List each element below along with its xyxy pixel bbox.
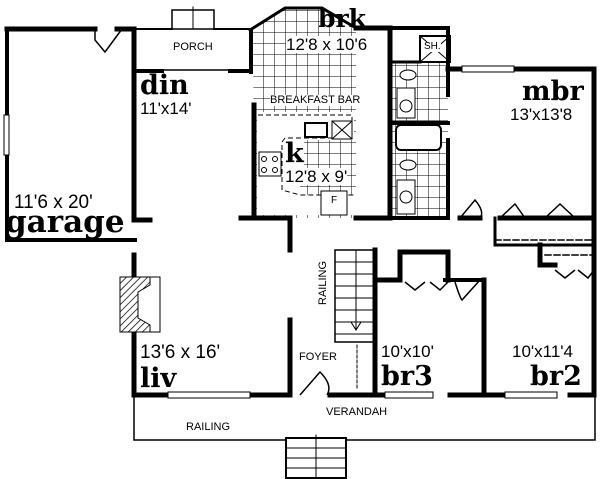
br2-dim: 10'x11'4 xyxy=(512,342,574,361)
din-dim: 11'x14' xyxy=(140,99,192,118)
verandah-railing-label: RAILING xyxy=(186,421,231,433)
porch-label: PORCH xyxy=(173,41,213,53)
verandah-label: VERANDAH xyxy=(326,406,388,418)
br2-name: br2 xyxy=(530,361,582,392)
k-name: k xyxy=(285,138,304,169)
din-name: din xyxy=(140,70,189,101)
brk-dim: 12'8 x 10'6 xyxy=(286,35,368,54)
mbr-name: mbr xyxy=(522,76,584,107)
brk-name: brk xyxy=(318,4,366,33)
fridge-label: F xyxy=(331,195,338,206)
liv-dim: 13'6 x 16' xyxy=(140,342,221,363)
kitchen-counters xyxy=(257,112,356,216)
fireplace xyxy=(119,276,161,333)
br3-dim: 10'x10' xyxy=(381,342,434,361)
shower-label: SH. xyxy=(424,41,441,52)
garage-dim: 11'6 x 20' xyxy=(14,192,93,213)
br3-name: br3 xyxy=(381,361,433,392)
k-dim: 12'8 x 9' xyxy=(285,167,348,186)
stair-railing-label: RAILING xyxy=(317,260,329,305)
walls xyxy=(3,6,597,479)
door-swings xyxy=(94,28,595,396)
mbr-dim: 13'x13'8 xyxy=(510,105,573,124)
breakfast-bar-label: BREAKFAST BAR xyxy=(270,94,361,106)
liv-name: liv xyxy=(140,363,177,394)
garage-name: garage xyxy=(5,204,125,240)
foyer-label: FOYER xyxy=(299,351,337,363)
